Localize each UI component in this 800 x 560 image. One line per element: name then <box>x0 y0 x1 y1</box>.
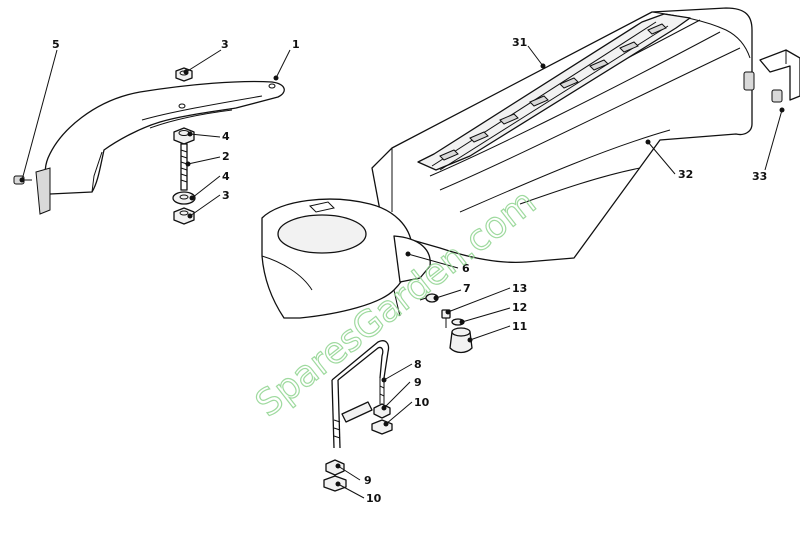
rod-part-8 <box>331 340 390 449</box>
callout-31: 31 <box>512 36 527 49</box>
callout-9-lower: 9 <box>364 474 372 487</box>
callout-labels: 1 3 5 4 2 4 3 31 32 33 6 7 13 12 11 8 9 … <box>52 36 767 505</box>
callout-1: 1 <box>292 38 300 51</box>
knob-part-11 <box>449 327 473 354</box>
nut-part-9-lower <box>325 459 345 476</box>
callout-10-upper: 10 <box>414 396 430 409</box>
callout-3-bottom: 3 <box>222 189 230 202</box>
callout-7: 7 <box>463 282 471 295</box>
cover-part-1 <box>35 80 285 215</box>
leader-lines <box>19 45 785 499</box>
callout-4-top: 4 <box>222 130 230 143</box>
nut-part-10-lower <box>323 475 347 492</box>
bolt-assembly <box>172 127 196 225</box>
nut-part-9-upper <box>373 403 391 419</box>
callout-11: 11 <box>512 320 527 333</box>
top-rail-part-31 <box>417 13 691 171</box>
callout-8: 8 <box>414 358 422 371</box>
chute-part-32 <box>371 7 755 264</box>
callout-2: 2 <box>222 150 230 163</box>
hood-part-6 <box>261 198 431 319</box>
callout-4-bottom: 4 <box>222 170 230 183</box>
callout-9-upper: 9 <box>414 376 422 389</box>
callout-10-lower: 10 <box>366 492 382 505</box>
callout-33: 33 <box>752 170 767 183</box>
callout-32: 32 <box>678 168 693 181</box>
callout-5: 5 <box>52 38 60 51</box>
bracket-part-33 <box>759 49 800 103</box>
callout-13: 13 <box>512 282 527 295</box>
callout-6: 6 <box>462 262 470 275</box>
callout-12: 12 <box>512 301 527 314</box>
callout-3-top: 3 <box>221 38 229 51</box>
